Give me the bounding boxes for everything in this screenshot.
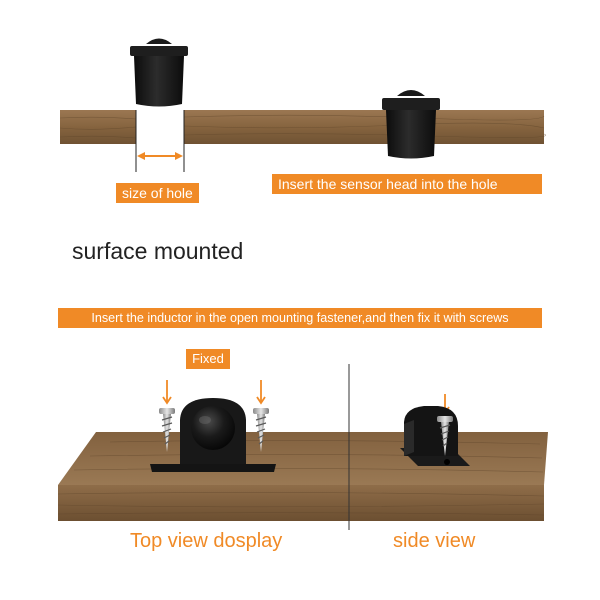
top-view-caption: Top view dosplay xyxy=(130,530,283,552)
wood-plank-left xyxy=(60,110,136,144)
wood-plank-right xyxy=(184,110,544,144)
insert-inductor-label: Insert the inductor in the open mounting… xyxy=(58,308,542,328)
section-title: surface mounted xyxy=(72,238,244,264)
hole-size-arrow xyxy=(137,152,183,160)
fixed-label: Fixed xyxy=(186,349,230,369)
embedded-mount-illustration xyxy=(59,38,546,172)
insert-head-label: Insert the sensor head into the hole xyxy=(272,174,542,194)
arrow-down-icon xyxy=(162,380,172,405)
side-view-caption: side view xyxy=(393,530,476,552)
wood-board-top xyxy=(58,432,548,485)
sensor-icon xyxy=(191,406,235,450)
sensor-icon xyxy=(382,90,440,159)
screw-icon xyxy=(253,408,269,452)
arrow-down-icon xyxy=(256,380,266,405)
sensor-icon xyxy=(130,38,188,107)
screw-icon xyxy=(437,416,453,456)
hole-size-label: size of hole xyxy=(116,183,199,203)
screw-icon xyxy=(159,408,175,452)
surface-mount-illustration xyxy=(57,364,548,530)
wood-board-front xyxy=(58,485,544,521)
